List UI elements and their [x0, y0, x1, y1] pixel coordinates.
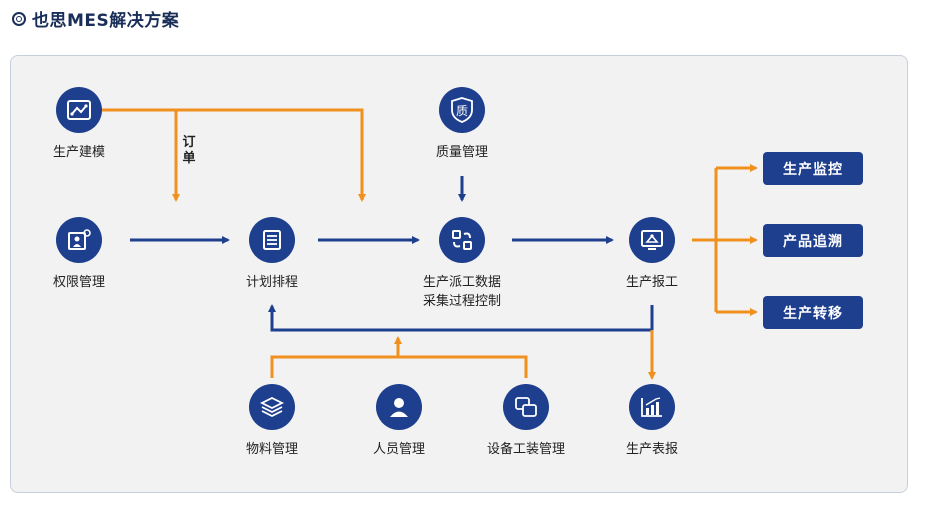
person-icon — [376, 384, 422, 430]
node-equipment[interactable]: 设备工装管理 — [466, 384, 586, 459]
header: 也思MES解决方案 — [12, 6, 179, 31]
node-schedule-label: 计划排程 — [245, 275, 298, 290]
model-icon — [56, 87, 102, 133]
report-feedback-connector — [268, 304, 654, 332]
permission-icon — [56, 217, 102, 263]
bar-chart-icon — [629, 384, 675, 430]
node-permission-label: 权限管理 — [52, 275, 105, 290]
node-schedule[interactable]: 计划排程 — [212, 217, 332, 292]
layers-icon — [249, 384, 295, 430]
page-title: 也思MES解决方案 — [32, 11, 180, 31]
node-report[interactable]: 生产报工 — [592, 217, 712, 292]
node-report-table[interactable]: 生产表报 — [592, 384, 712, 459]
equipment-icon — [503, 384, 549, 430]
circle-icon — [12, 11, 26, 26]
node-personnel-label: 人员管理 — [372, 442, 425, 457]
node-dispatch[interactable]: 生产派工数据 采集过程控制 — [402, 217, 522, 311]
output-monitor[interactable]: 生产监控 — [763, 152, 863, 185]
quality-glyph: 质 — [456, 104, 468, 118]
resources-connector — [270, 355, 528, 378]
schedule-icon — [249, 217, 295, 263]
node-equipment-label: 设备工装管理 — [486, 442, 565, 457]
order-label: 订单 — [182, 135, 196, 166]
output-trace[interactable]: 产品追溯 — [763, 224, 863, 257]
node-material-label: 物料管理 — [245, 442, 298, 457]
dispatch-icon — [439, 217, 485, 263]
report-icon — [629, 217, 675, 263]
node-material[interactable]: 物料管理 — [212, 384, 332, 459]
output-transfer[interactable]: 生产转移 — [763, 296, 863, 329]
node-dispatch-label: 生产派工数据 采集过程控制 — [422, 275, 501, 309]
model-to-dispatch-connector — [176, 108, 366, 202]
node-model-label: 生产建模 — [52, 145, 105, 160]
node-report-table-label: 生产表报 — [625, 442, 678, 457]
quality-icon: 质 — [439, 87, 485, 133]
node-quality-label: 质量管理 — [435, 145, 488, 160]
node-personnel[interactable]: 人员管理 — [339, 384, 459, 459]
node-permission[interactable]: 权限管理 — [19, 217, 139, 292]
node-model[interactable]: 生产建模 — [19, 87, 139, 162]
node-quality[interactable]: 质 质量管理 — [402, 87, 522, 162]
node-report-label: 生产报工 — [625, 275, 678, 290]
